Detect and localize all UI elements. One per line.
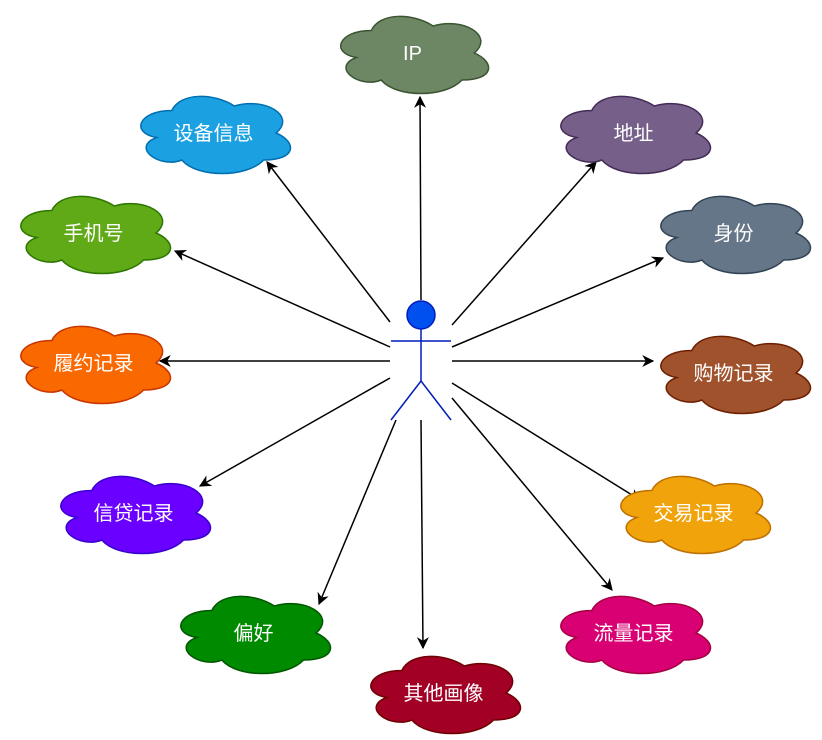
cloud-shape: [660, 195, 812, 275]
arrow-to-credit: [198, 377, 391, 487]
cloud-node-address[interactable]: 地址: [560, 95, 712, 175]
cloud-shape: [140, 95, 292, 175]
arrow-to-preference: [317, 419, 397, 606]
user-actor[interactable]: [390, 300, 452, 421]
cloud-node-device[interactable]: 设备信息: [140, 95, 292, 175]
cloud-shape: [560, 95, 712, 175]
cloud-label: 信贷记录: [94, 502, 174, 525]
cloud-label: 设备信息: [174, 122, 254, 145]
cloud-node-ip[interactable]: IP: [340, 15, 490, 95]
cloud-shape: [180, 595, 332, 675]
cloud-node-preference[interactable]: 偏好: [180, 595, 332, 675]
arrow-to-traffic: [451, 397, 613, 591]
cloud-shape: [20, 195, 172, 275]
cloud-label: 交易记录: [654, 502, 734, 525]
arrow-to-device: [266, 161, 391, 323]
cloud-shape: [20, 325, 172, 405]
cloud-label: 购物记录: [694, 362, 774, 385]
cloud-label: 偏好: [234, 622, 274, 645]
actor-head: [406, 300, 436, 330]
cloud-label: 手机号: [64, 222, 124, 245]
cloud-shape: [370, 655, 522, 735]
actor-right-leg: [420, 380, 452, 421]
cloud-node-transaction[interactable]: 交易记录: [620, 475, 772, 555]
arrow-to-address: [451, 161, 597, 326]
cloud-shape: [660, 335, 812, 415]
cloud-shape: [340, 15, 490, 95]
cloud-node-traffic[interactable]: 流量记录: [560, 595, 712, 675]
cloud-node-shopping[interactable]: 购物记录: [660, 335, 812, 415]
arrow-to-ip: [414, 95, 427, 301]
arrow-to-other: [416, 419, 429, 650]
cloud-label: 地址: [614, 122, 654, 145]
cloud-node-other[interactable]: 其他画像: [370, 655, 522, 735]
cloud-label: IP: [403, 43, 422, 65]
actor-left-leg: [390, 380, 422, 421]
cloud-label: 其他画像: [404, 682, 484, 705]
arrow-to-identity: [451, 256, 665, 348]
cloud-shape: [560, 595, 712, 675]
edges: [158, 95, 665, 650]
cloud-label: 身份: [714, 222, 754, 245]
cloud-node-credit[interactable]: 信贷记录: [60, 475, 212, 555]
cloud-label: 流量记录: [594, 622, 674, 645]
cloud-shape: [620, 475, 772, 555]
cloud-shape: [60, 475, 212, 555]
arrow-to-phone: [173, 249, 391, 348]
arrow-to-transaction: [451, 382, 642, 501]
cloud-node-fulfillment[interactable]: 履约记录: [20, 325, 172, 405]
cloud-node-phone[interactable]: 手机号: [20, 195, 172, 275]
cloud-node-identity[interactable]: 身份: [660, 195, 812, 275]
cloud-label: 履约记录: [54, 352, 134, 375]
